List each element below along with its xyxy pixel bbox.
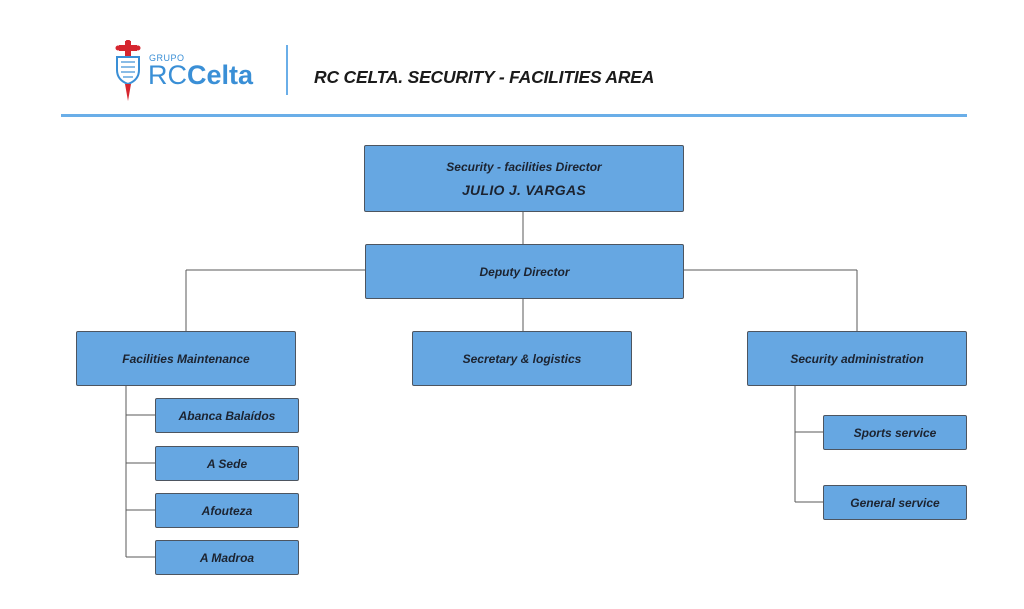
director-name: JULIO J. VARGAS [461,181,587,198]
facility-item: Abanca Balaídos [155,398,299,433]
deputy-director-box: Deputy Director [365,244,684,299]
security-service-item: Sports service [823,415,967,450]
security-service-item: General service [823,485,967,520]
celta-crest-icon [115,40,141,101]
deputy-label: Deputy Director [479,264,570,279]
facilities-label: Facilities Maintenance [122,351,250,366]
security-label: Security administration [790,351,924,366]
logo-wordmark: RCCelta [148,60,253,90]
secretary-label: Secretary & logistics [462,351,582,366]
logo-rc: RC [148,60,187,90]
facility-item: Afouteza [155,493,299,528]
facility-item-label: Afouteza [201,503,253,518]
director-box: Security - facilities Director JULIO J. … [364,145,684,212]
security-service-label: Sports service [853,425,937,440]
facility-item-label: Abanca Balaídos [178,408,276,423]
facility-item: A Sede [155,446,299,481]
facilities-maintenance-box: Facilities Maintenance [76,331,296,386]
security-service-label: General service [850,495,940,510]
logo-celta: Celta [187,60,254,90]
security-administration-box: Security administration [747,331,967,386]
facility-item-label: A Sede [206,456,248,471]
facility-item: A Madroa [155,540,299,575]
secretary-logistics-box: Secretary & logistics [412,331,632,386]
page-title: RC CELTA. SECURITY - FACILITIES AREA [314,67,655,87]
logo-prefix: GRUPO [149,53,185,63]
director-role: Security - facilities Director [446,159,602,174]
facility-item-label: A Madroa [199,550,255,565]
header-divider [286,45,288,95]
header-rule [61,114,967,117]
